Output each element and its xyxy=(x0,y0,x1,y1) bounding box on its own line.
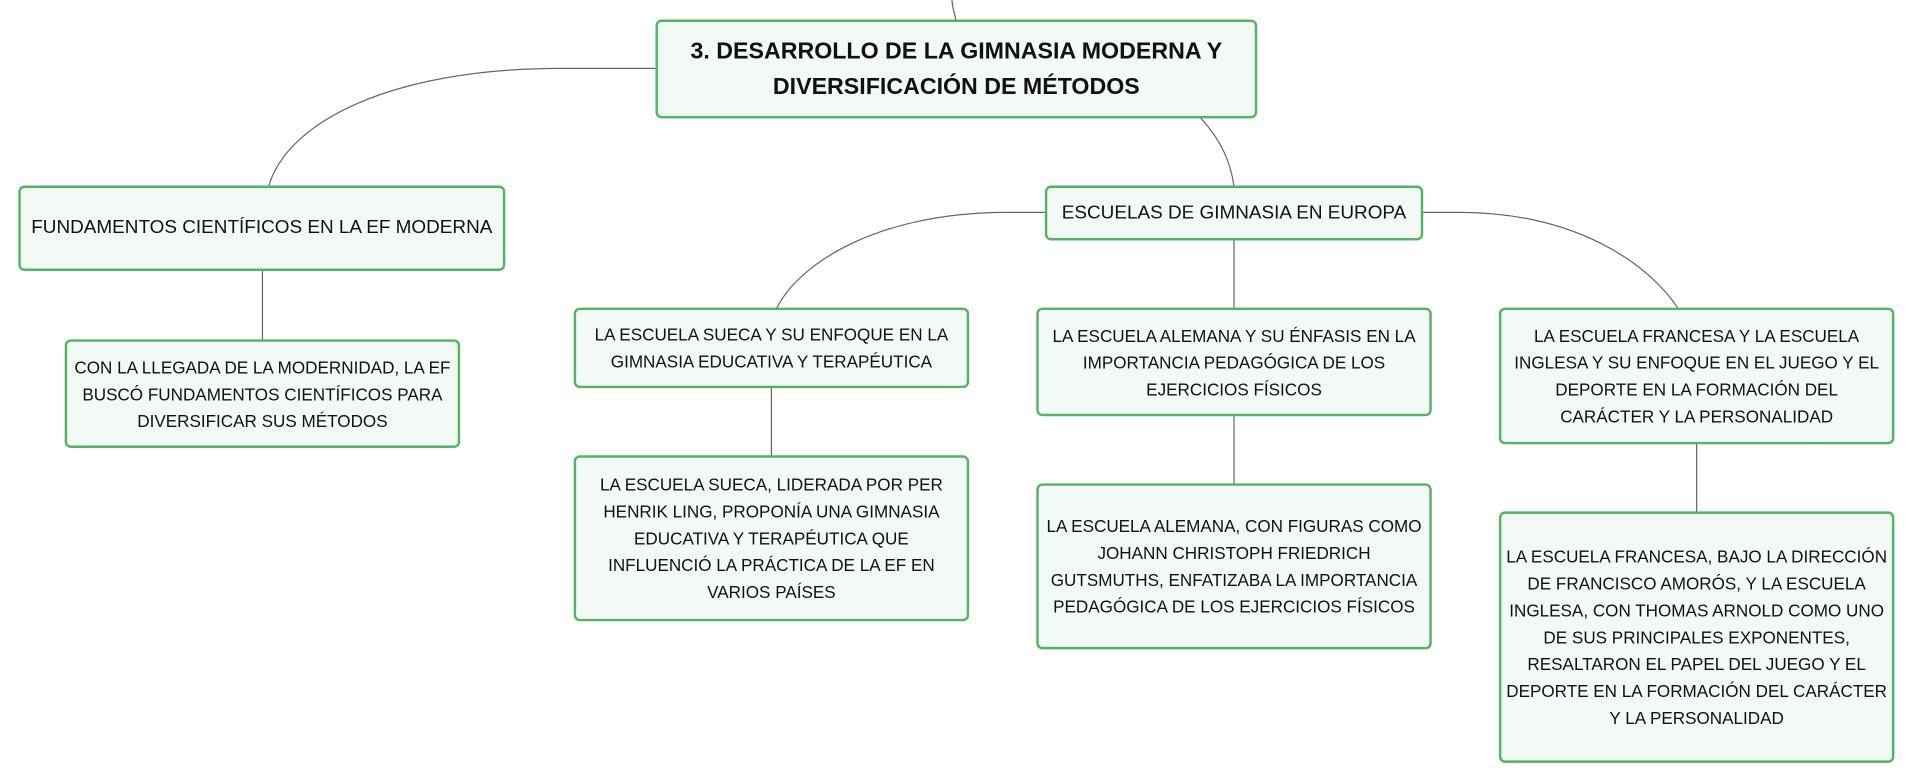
connector-parent-to-root xyxy=(951,0,957,20)
connector-root-to-fundamentos xyxy=(267,67,657,187)
detail-escuela-francesa-inglesa-text: LA ESCUELA FRANCESA, BAJO LA DIRECCIÓN D… xyxy=(1506,546,1888,728)
connector-root-to-escuelas xyxy=(1199,116,1235,187)
detail-escuela-sueca[interactable]: LA ESCUELA SUECA, LIDERADA POR PER HENRI… xyxy=(573,455,970,622)
detail-escuela-alemana[interactable]: LA ESCUELA ALEMANA, CON FIGURAS COMO JOH… xyxy=(1036,483,1432,650)
connector-escuelas-to-francesa xyxy=(1421,211,1679,310)
topic-escuelas[interactable]: ESCUELAS DE GIMNASIA EN EUROPA xyxy=(1044,185,1424,241)
subtopic-fundamentos-detail[interactable]: CON LA LLEGADA DE LA MODERNIDAD, LA EF B… xyxy=(64,339,461,448)
topic-escuelas-label: ESCUELAS DE GIMNASIA EN EUROPA xyxy=(1061,202,1407,223)
connector-escuelas-to-sueca xyxy=(775,211,1047,310)
root-topic-label: 3. DESARROLLO DE LA GIMNASIA MODERNA Y D… xyxy=(690,38,1223,100)
detail-escuela-sueca-text: LA ESCUELA SUECA, LIDERADA POR PER HENRI… xyxy=(599,474,943,602)
topic-fundamentos-label: FUNDAMENTOS CIENTÍFICOS EN LA EF MODERNA xyxy=(31,217,493,239)
detail-escuela-alemana-text: LA ESCUELA ALEMANA, CON FIGURAS COMO JOH… xyxy=(1046,516,1422,617)
subtopic-fundamentos-detail-text: CON LA LLEGADA DE LA MODERNIDAD, LA EF B… xyxy=(74,357,451,431)
subtopic-escuela-francesa-inglesa[interactable]: LA ESCUELA FRANCESA Y LA ESCUELA INGLESA… xyxy=(1498,307,1895,445)
topic-fundamentos[interactable]: FUNDAMENTOS CIENTÍFICOS EN LA EF MODERNA xyxy=(18,185,506,271)
subtopic-escuela-sueca-label: LA ESCUELA SUECA Y SU ENFOQUE EN LA GIMN… xyxy=(594,324,949,372)
detail-escuela-francesa-inglesa[interactable]: LA ESCUELA FRANCESA, BAJO LA DIRECCIÓN D… xyxy=(1498,511,1895,763)
subtopic-escuela-alemana-label: LA ESCUELA ALEMANA Y SU ÉNFASIS EN LA IM… xyxy=(1052,325,1416,399)
subtopic-escuela-francesa-inglesa-label: LA ESCUELA FRANCESA Y LA ESCUELA INGLESA… xyxy=(1514,325,1879,426)
subtopic-escuela-sueca[interactable]: LA ESCUELA SUECA Y SU ENFOQUE EN LA GIMN… xyxy=(573,307,970,389)
root-topic[interactable]: 3. DESARROLLO DE LA GIMNASIA MODERNA Y D… xyxy=(655,19,1258,119)
subtopic-escuela-alemana[interactable]: LA ESCUELA ALEMANA Y SU ÉNFASIS EN LA IM… xyxy=(1036,307,1432,417)
